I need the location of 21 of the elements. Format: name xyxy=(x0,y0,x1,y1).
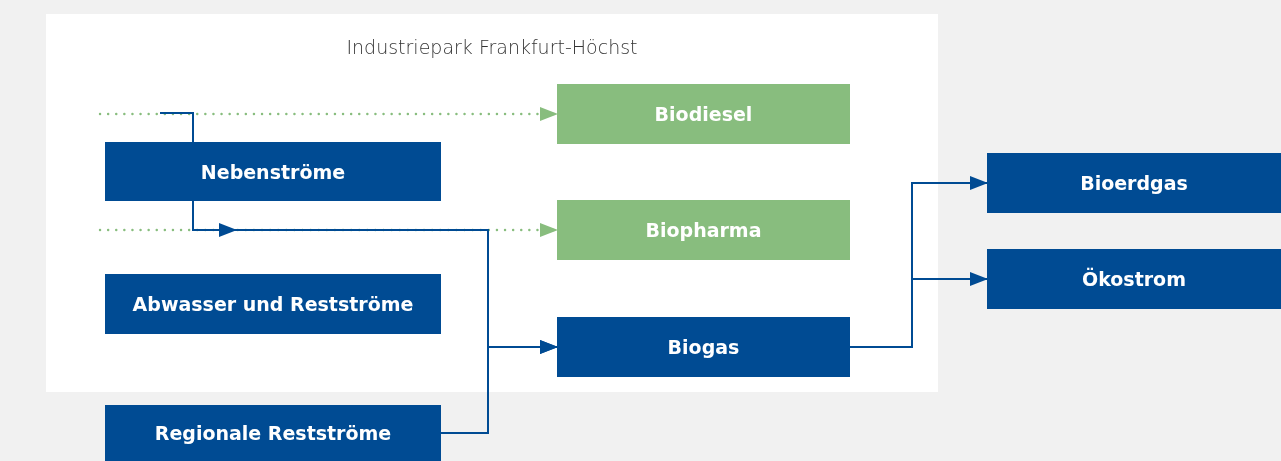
product-box xyxy=(557,84,850,144)
process-box xyxy=(987,249,1281,309)
area-panel xyxy=(46,14,938,392)
process-box xyxy=(105,142,441,201)
area-title: Industriepark Frankfurt-Höchst xyxy=(345,36,639,58)
process-box xyxy=(557,317,850,377)
arrow xyxy=(440,340,558,434)
product-box xyxy=(557,200,850,260)
process-box xyxy=(987,153,1281,213)
process-box xyxy=(105,405,441,461)
box-label: Biopharma xyxy=(645,219,762,241)
box-label: Ökostrom xyxy=(1082,268,1186,290)
process-box xyxy=(105,274,441,334)
box-label: Biogas xyxy=(667,336,740,358)
connector-line xyxy=(159,112,194,143)
dotted-arrow xyxy=(98,107,559,121)
box-label: Biodiesel xyxy=(654,103,753,125)
box-label: Regionale Restströme xyxy=(154,422,392,444)
box-label: Bioerdgas xyxy=(1080,172,1188,194)
box-label: Nebenströme xyxy=(200,160,346,183)
box-label: Abwasser und Restströme xyxy=(132,293,414,315)
